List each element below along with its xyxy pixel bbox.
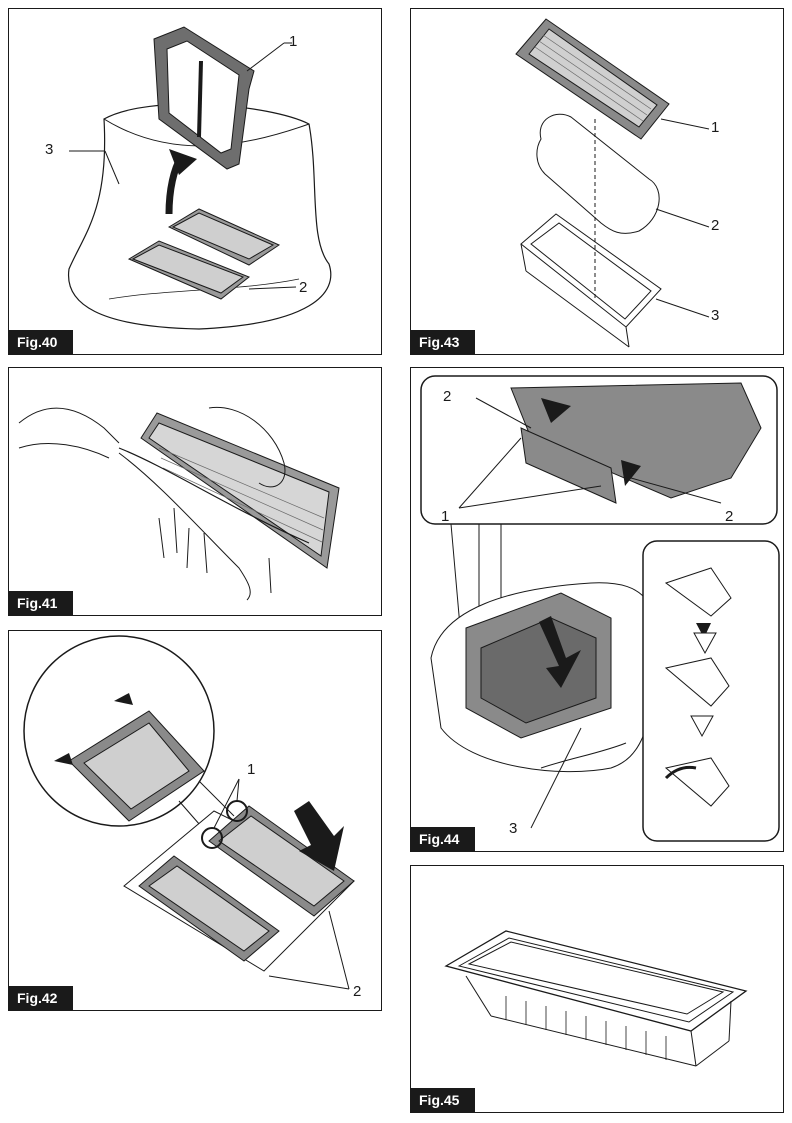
fig40-illustration <box>67 26 332 330</box>
fig43-callout-1: 1 <box>711 119 720 136</box>
figure-40-panel: 1 2 3 Fig.40 <box>8 8 382 355</box>
fig40-label: Fig.40 <box>9 330 73 354</box>
fig44-label: Fig.44 <box>411 827 475 851</box>
fig44-illustration <box>420 375 780 842</box>
fig42-callout-1: 1 <box>247 761 256 778</box>
figure-45-panel: Fig.45 <box>410 865 784 1113</box>
figure-42-panel: 1 2 Fig.42 <box>8 630 382 1011</box>
fig42-label: Fig.42 <box>9 986 73 1010</box>
fig43-label: Fig.43 <box>411 330 475 354</box>
fig44-callout-1: 1 <box>441 508 450 525</box>
fig41-label: Fig.41 <box>9 591 73 615</box>
fig44-callout-2b: 2 <box>725 508 734 525</box>
fig40-callout-2: 2 <box>299 279 308 296</box>
fig42-callout-2: 2 <box>353 983 362 1000</box>
fig44-callout-3: 3 <box>509 820 518 837</box>
fig41-illustration <box>18 406 340 601</box>
fig45-label: Fig.45 <box>411 1088 475 1112</box>
fig44-callout-2a: 2 <box>443 388 452 405</box>
fig43-callout-3: 3 <box>711 307 720 324</box>
figure-43-panel: 1 2 3 Fig.43 <box>410 8 784 355</box>
fig42-illustration <box>23 635 355 990</box>
fig43-illustration <box>515 18 710 348</box>
figure-41-panel: Fig.41 <box>8 367 382 616</box>
fig45-illustration <box>444 930 748 1067</box>
fig40-callout-1: 1 <box>289 33 298 50</box>
fig43-callout-2: 2 <box>711 217 720 234</box>
fig40-callout-3: 3 <box>45 141 54 158</box>
figure-44-panel: 2 2 1 3 Fig.44 <box>410 367 784 852</box>
